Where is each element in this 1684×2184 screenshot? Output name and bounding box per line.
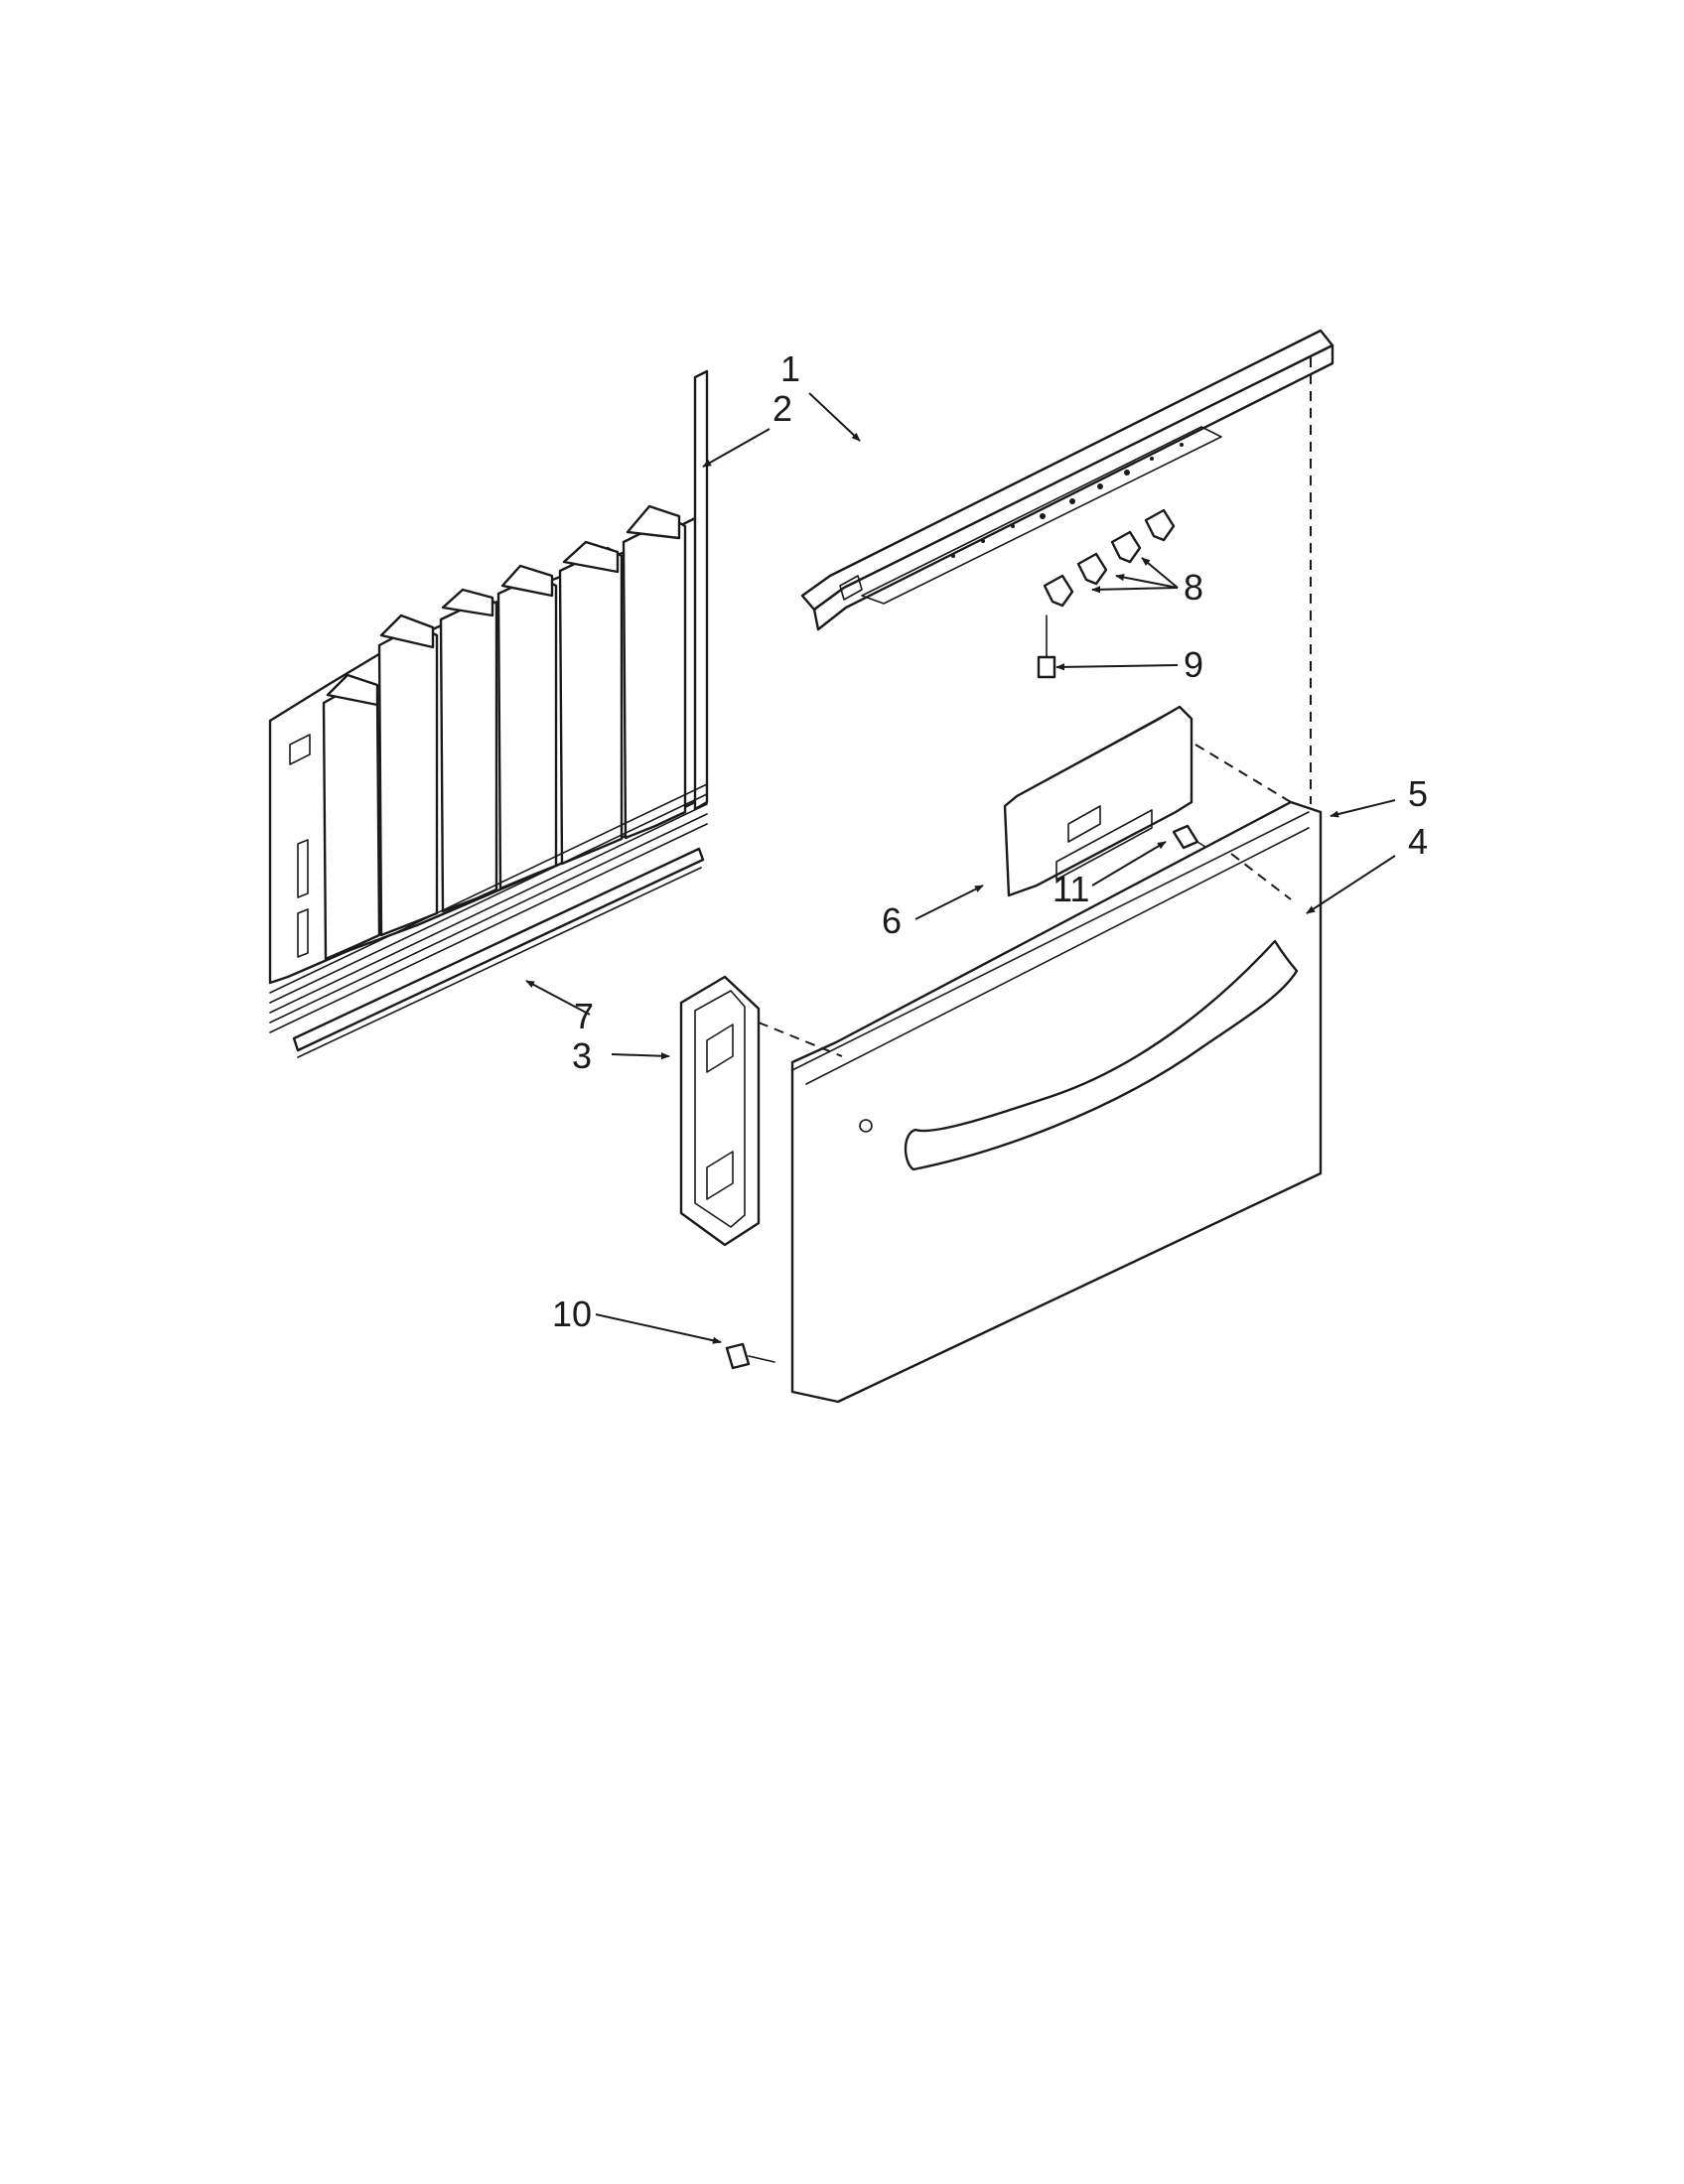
callout-9: 9 — [1184, 644, 1203, 685]
callout-8: 8 — [1184, 567, 1203, 608]
callout-6: 6 — [882, 900, 902, 941]
callout-7: 7 — [574, 996, 594, 1036]
screw-10 — [725, 1342, 775, 1370]
callout-3: 3 — [572, 1035, 592, 1076]
divider-panel — [268, 369, 709, 1033]
alignment-lines — [758, 357, 1312, 1057]
control-panel — [800, 329, 1334, 631]
callout-10: 10 — [552, 1294, 592, 1334]
leader-lines — [525, 392, 1396, 1344]
callout-labels: 1 2 8 9 5 4 6 11 7 3 10 — [552, 348, 1428, 1334]
callout-2: 2 — [772, 388, 792, 429]
callout-4: 4 — [1408, 821, 1428, 862]
side-bracket — [679, 975, 761, 1247]
callout-11: 11 — [1052, 869, 1089, 909]
drawer-front — [790, 800, 1323, 1404]
callout-5: 5 — [1408, 773, 1428, 814]
screw-9 — [1037, 614, 1056, 679]
bracket — [1003, 705, 1193, 897]
callout-1: 1 — [780, 348, 800, 389]
lower-rail — [292, 847, 705, 1058]
clips — [1043, 508, 1176, 608]
